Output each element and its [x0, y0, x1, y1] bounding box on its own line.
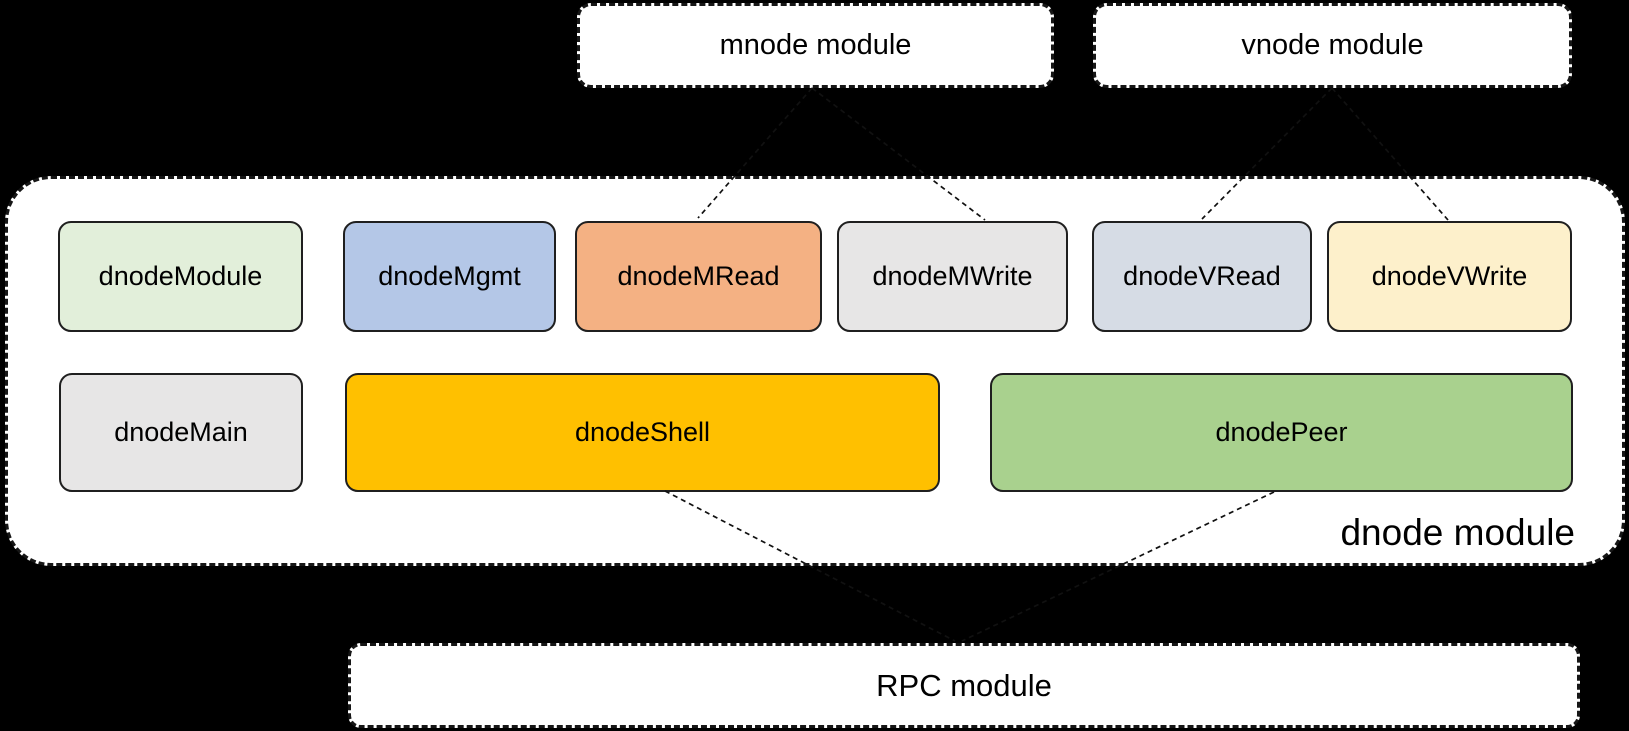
rpc-module-label: RPC module — [876, 667, 1052, 703]
node-dnodeModule: dnodeModule — [58, 221, 303, 332]
node-dnodeShell: dnodeShell — [345, 373, 940, 492]
vnode-module-label: vnode module — [1241, 29, 1424, 61]
module-box-rpc: RPC module — [348, 643, 1580, 728]
mnode-module-label: mnode module — [719, 29, 912, 61]
dnode-module-label: dnode module — [1340, 512, 1575, 553]
module-box-mnode: mnode module — [577, 3, 1054, 88]
node-dnodeMRead: dnodeMRead — [575, 221, 822, 332]
node-label: dnodeMgmt — [378, 261, 521, 291]
node-label: dnodeVWrite — [1371, 261, 1528, 291]
node-label: dnodeMWrite — [872, 261, 1033, 291]
node-label: dnodePeer — [1215, 417, 1348, 447]
node-label: dnodeShell — [574, 417, 711, 447]
node-dnodeVWrite: dnodeVWrite — [1327, 221, 1572, 332]
node-dnodeMain: dnodeMain — [59, 373, 303, 492]
node-dnodePeer: dnodePeer — [990, 373, 1573, 492]
node-label: dnodeMain — [114, 417, 248, 447]
module-box-vnode: vnode module — [1093, 3, 1572, 88]
node-dnodeMgmt: dnodeMgmt — [343, 221, 556, 332]
node-label: dnodeVRead — [1123, 261, 1281, 291]
node-dnodeMWrite: dnodeMWrite — [837, 221, 1068, 332]
node-dnodeVRead: dnodeVRead — [1092, 221, 1312, 332]
node-label: dnodeModule — [98, 261, 263, 291]
node-label: dnodeMRead — [617, 261, 780, 291]
